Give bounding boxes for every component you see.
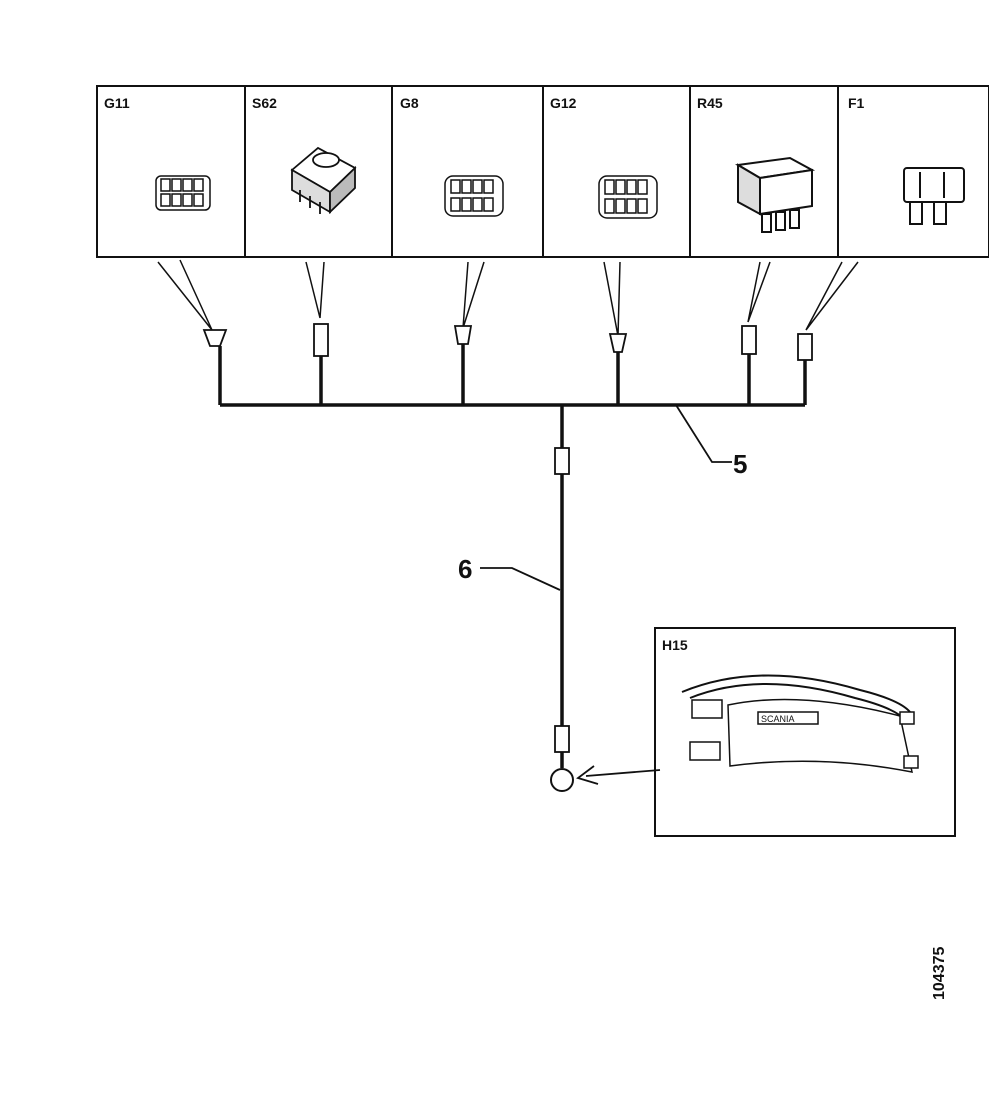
harness-6-leader: [480, 567, 561, 591]
branch-connectors: [202, 323, 813, 361]
harness-5-callout: 5: [733, 449, 747, 479]
branch-connector-bottom: [554, 725, 570, 753]
component-strip: [96, 85, 989, 258]
fuse-icon: [903, 167, 965, 225]
component-label-r45: R45: [697, 95, 723, 111]
component-label-g8: G8: [400, 95, 419, 111]
branch-connector-top: [554, 447, 570, 475]
connector-block-icon: [598, 175, 658, 219]
component-label-f1: F1: [848, 95, 865, 111]
rocker-switch-icon: [290, 146, 357, 215]
component-label-g11: G11: [104, 95, 130, 111]
component-label-g12: G12: [550, 95, 577, 111]
h15-pointer: [576, 765, 661, 785]
pointer-leaders: [157, 259, 859, 337]
harness-6-callout: 6: [458, 554, 472, 584]
ground-point: [550, 768, 574, 792]
relay-icon: [735, 156, 816, 233]
control-unit-icon: [681, 674, 919, 773]
h15-label: H15: [662, 637, 688, 653]
harness-5-leader: [675, 404, 732, 463]
component-label-s62: S62: [252, 95, 277, 111]
brand-label: SCANIA: [761, 714, 795, 724]
connector-block-icon: [444, 175, 504, 217]
document-number: 104375: [931, 947, 948, 1000]
main-harness: [218, 344, 807, 407]
connector-block-icon: [155, 175, 211, 211]
